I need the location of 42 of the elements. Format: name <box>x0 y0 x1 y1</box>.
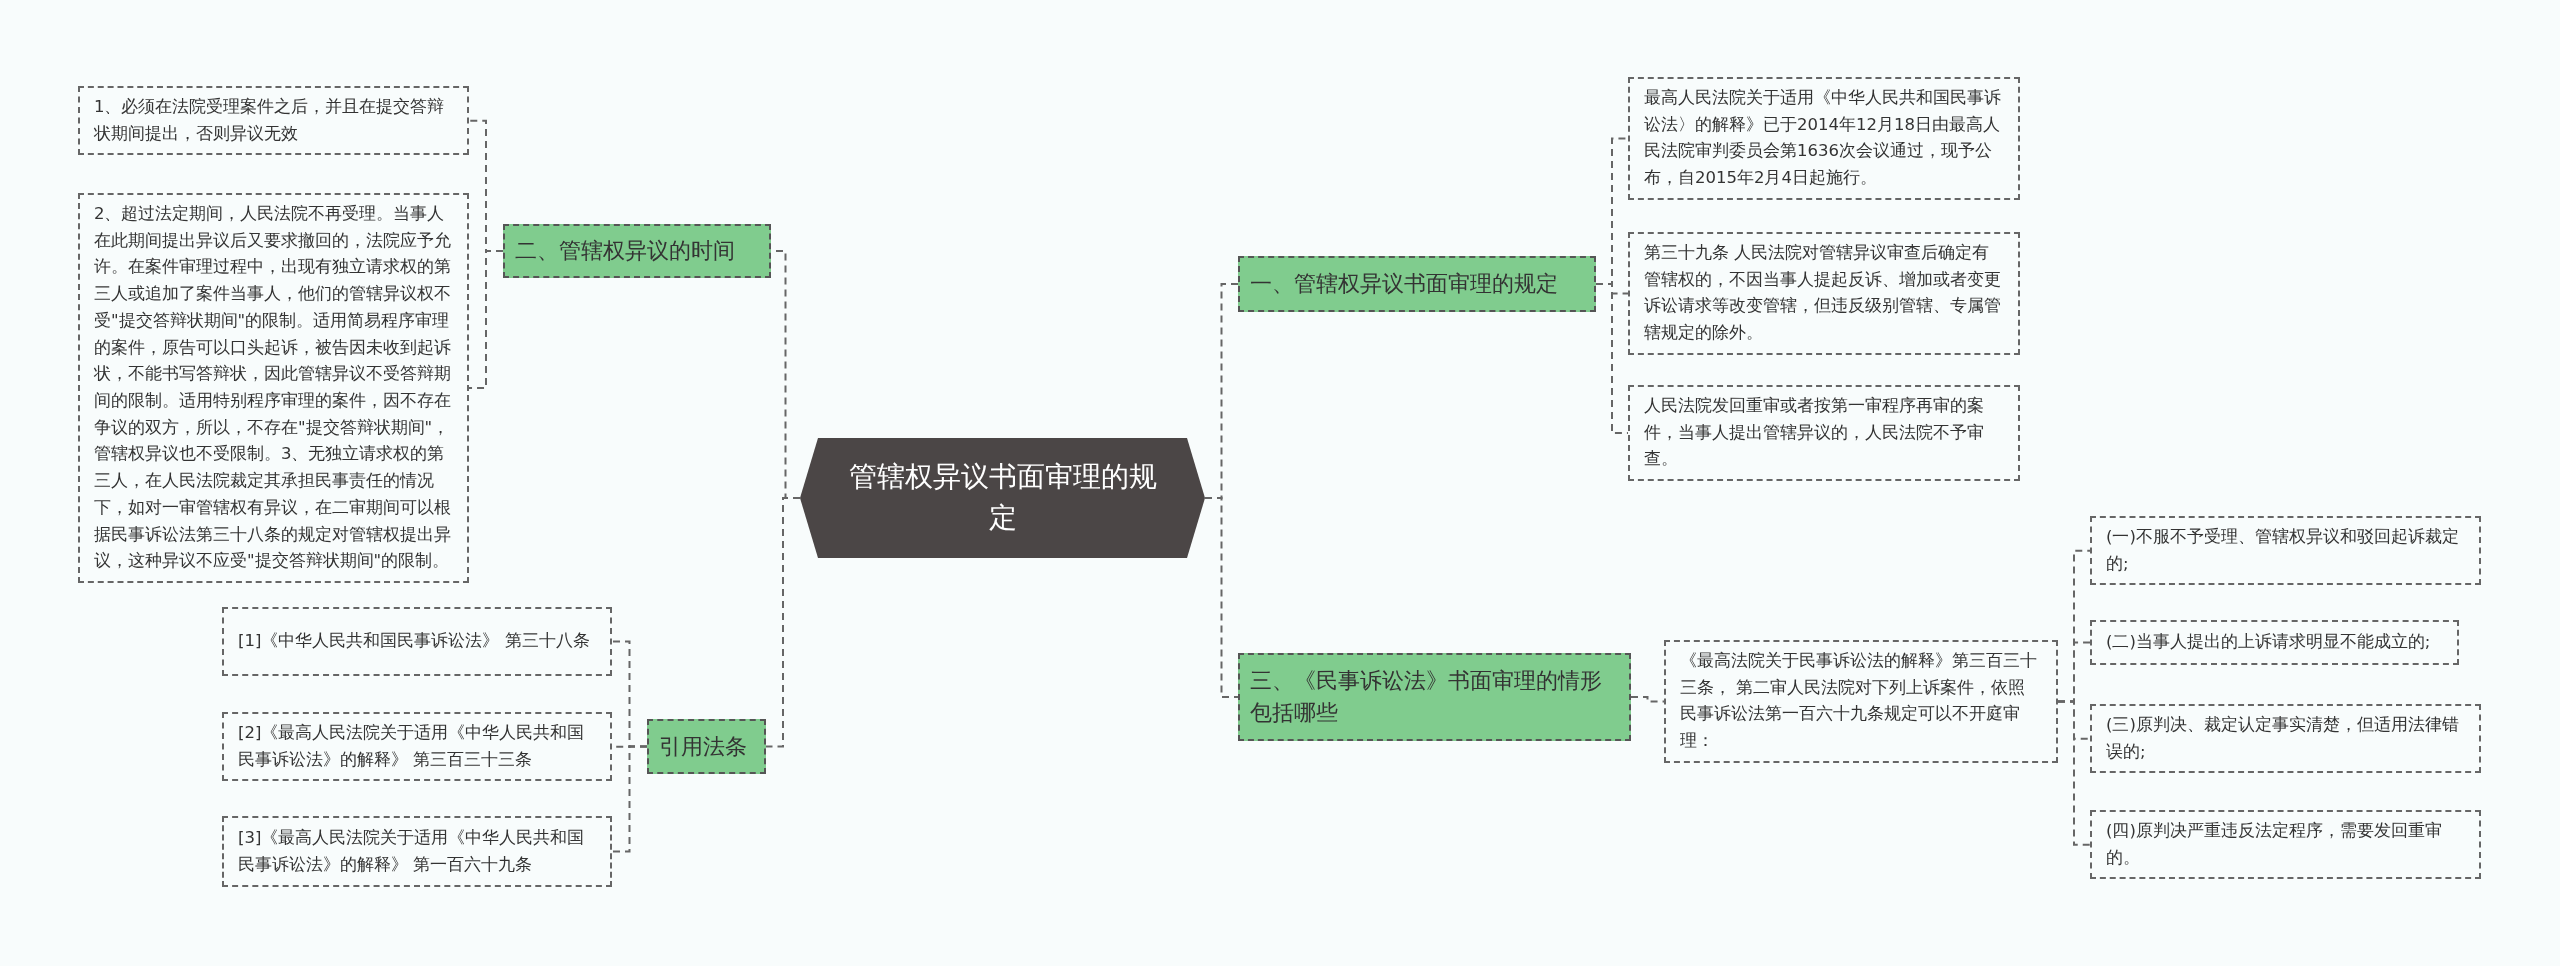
note-box <box>2090 620 2459 665</box>
note-box <box>1664 640 2058 763</box>
note-box <box>1628 385 2020 482</box>
note-text: (一)不服不予受理、管辖权异议和驳回起诉裁定的; <box>2106 526 2460 575</box>
note-text: [2]《最高人民法院关于适用《中华人民共和国民事诉讼法》的解释》 第三百三十三条 <box>238 722 586 771</box>
note-text: (三)原判决、裁定认定事实清楚，但适用法律错误的; <box>2106 714 2460 763</box>
topic-box <box>1238 653 1631 741</box>
note-box <box>1628 77 2020 200</box>
note-text: 1、必须在法院受理案件之后，并且在提交答辩状期间提出，否则异议无效 <box>94 96 446 145</box>
note-box <box>222 816 612 887</box>
note-box <box>222 607 612 676</box>
topic-box <box>647 719 766 774</box>
note-text: 最高人民法院关于适用《中华人民共和国民事诉讼法〉的解释》已于2014年12月18日由最高人民法院审判委员会第1636次会议通过，现予公布，自2015年2月4日起施行。 <box>1644 87 2002 190</box>
note-box <box>1628 232 2020 355</box>
note-text: (四)原判决严重违反法定程序，需要发回重审的。 <box>2106 820 2443 869</box>
note-text: 2、超过法定期间，人民法院不再受理。当事人在此期间提出异议后又要求撤回的，法院应予允许。在案件审理过程中，出现有独立请求权的第三人或追加了案件当事人，他们的管辖异议权不受"提交答辩状期间"的限制。适用简易程序审理的案件，原告可以口头起诉，被告因未收到起诉状，不能书写答辩状，因此管辖异议不受答辩期间的限制。适用特别程序审理的案件，因不存在争议的双方，所以，不存在"提交答辩状期间"，管辖权异议也不受限制。3、无独立请求权的第三人，在人民法院裁定其承担民事责任的情况下，如对一审管辖权有异议，在二审期间可以根据民事诉讼法第三十八条的规定对管辖权提出异议，这种异议不应受"提交答辩状期间"的限制。 <box>94 203 452 573</box>
note-text: [1]《中华人民共和国民事诉讼法》 第三十八条 <box>238 630 590 653</box>
note-text: [3]《最高人民法院关于适用《中华人民共和国民事诉讼法》的解释》 第一百六十九条 <box>238 826 586 876</box>
note-box <box>2090 516 2481 586</box>
note-box <box>78 86 469 156</box>
connector-line <box>1204 497 1239 698</box>
topic-text: 引用法条 <box>659 732 747 761</box>
connector-line <box>2057 700 2091 846</box>
topic-text: 一、管辖权异议书面审理的规定 <box>1250 270 1558 299</box>
connector-line <box>765 497 801 748</box>
hexagon-topic <box>800 438 1205 558</box>
note-text: 《最高法院关于民事诉讼法的解释》第三百三十三条， 第二审人民法院对下列上诉案件，依照民事诉讼法第一百六十九条规定可以不开庭审理： <box>1680 650 2038 753</box>
central-topic-text: 管辖权异议书面审理的规定 <box>847 459 1158 536</box>
topic-text: 二、管辖权异议的时间 <box>515 237 735 266</box>
connector-line <box>1595 283 1629 435</box>
connector-line <box>1630 696 1665 703</box>
topic-box <box>1238 256 1596 312</box>
connector-line <box>468 250 504 390</box>
note-text: (二)当事人提出的上诉请求明显不能成立的; <box>2106 631 2431 654</box>
note-box <box>2090 810 2481 880</box>
note-text: 人民法院发回重审或者按第一审程序再审的案件，当事人提出管辖异议的，人民法院不予审查。 <box>1644 395 1985 471</box>
topic-box <box>503 224 771 278</box>
note-box <box>222 712 612 782</box>
connector-line <box>611 745 648 853</box>
topic-text: 三、《民事诉讼法》书面审理的情形包括哪些 <box>1250 667 1603 727</box>
note-box <box>2090 704 2481 774</box>
note-text: 第三十九条 人民法院对管辖异议审查后确定有管辖权的，不因当事人提起反诉、增加或者变更诉讼请求等改变管辖，但违反级别管辖、专属管辖规定的除外。 <box>1644 242 2002 345</box>
